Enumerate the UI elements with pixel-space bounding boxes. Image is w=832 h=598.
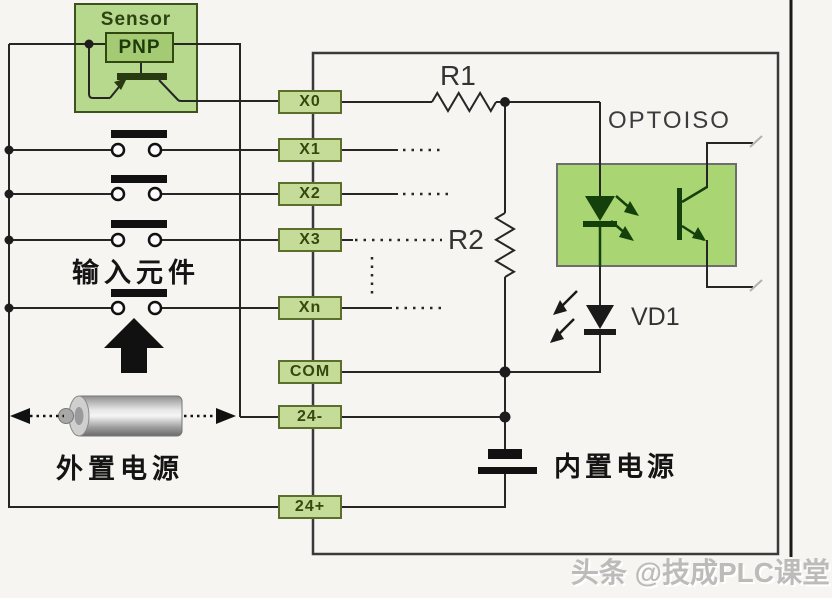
terminal-x0: X0	[278, 90, 342, 114]
r2-label: R2	[448, 224, 484, 255]
pnp-box: PNP	[105, 32, 174, 63]
r1-label: R1	[440, 60, 476, 91]
terminal-x1: X1	[278, 138, 342, 162]
input-devices-label: 输入元件	[72, 258, 200, 288]
sensor-label: Sensor	[100, 9, 172, 30]
optoiso-label: OPTOISO	[608, 107, 731, 134]
pnp-label: PNP	[118, 36, 161, 58]
terminal-com: COM	[278, 360, 342, 384]
vd1-label: VD1	[631, 303, 680, 331]
terminal-x2: X2	[278, 182, 342, 206]
terminal-x3: X3	[278, 228, 342, 252]
external-power-label: 外置电源	[56, 454, 184, 484]
terminal-24minus: 24-	[278, 405, 342, 429]
internal-power-label: 内置电源	[554, 452, 678, 482]
watermark: 头条 @技成PLC课堂	[570, 557, 830, 588]
terminal-xn: Xn	[278, 296, 342, 320]
terminal-24plus: 24+	[278, 495, 342, 519]
optocoupler-box	[556, 163, 737, 267]
